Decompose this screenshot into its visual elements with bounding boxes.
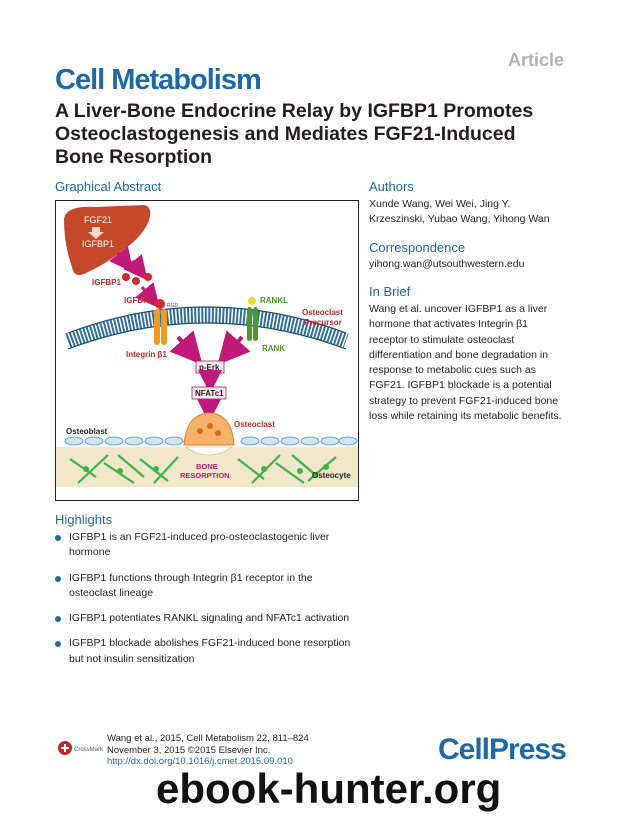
correspondence-email[interactable]: yihong.wan@utsouthwestern.edu [369,258,525,270]
article-type-label: Article [508,50,565,70]
bullet-icon [55,535,61,541]
secretion-arrow [123,254,148,281]
citation-line: Wang et al., 2015, Cell Metabolism 22, 8… [107,733,309,744]
cell-membrane [65,307,349,349]
in-brief-heading: In Brief [369,284,411,299]
publisher-logo: CellPress [438,733,567,766]
highlight-line: IGFBP1 is an FGF21-induced pro-osteoclas… [69,531,330,543]
highlight-item: IGFBP1 is an FGF21-induced pro-osteoclas… [55,530,355,561]
bone-resorption-label: BONE [196,462,218,471]
in-brief-text: Wang et al. uncover IGFBP1 as a liver ho… [369,302,599,424]
highlights-heading: Highlights [55,512,113,527]
title-line: A Liver-Bone Endocrine Relay by IGFBP1 P… [55,100,534,122]
highlight-item: IGFBP1 functions through Integrin β1 rec… [55,571,355,602]
igfbp1-bound-molecule [155,299,165,309]
in-brief-line: Wang et al. uncover IGFBP1 as a liver [369,303,548,315]
in-brief-line: strategy to prevent FGF21-induced bone [369,394,559,407]
nfatc1-label: NFATc1 [195,389,224,398]
authors-line: Krzeszinski, Yubao Wang, Yihong Wan [369,213,550,226]
highlights-list: IGFBP1 is an FGF21-induced pro-osteoclas… [55,530,355,677]
cell-membrane-outline [67,306,347,334]
graphical-abstract-heading: Graphical Abstract [55,179,162,194]
osteoblast-cells [64,436,358,446]
highlight-line: but not insulin sensitization [69,652,195,665]
in-brief-line: receptor to stimulate osteoclast [369,333,515,346]
journal-title: Cell Metabolism [55,64,262,96]
cell-membrane-outline [67,322,347,350]
induction-arrow-icon [88,227,104,239]
authors-line: Xunde Wang, Wei Wei, Jing Y. [369,198,511,210]
in-brief-line: differentiation and bone degradation in [369,348,549,361]
authors-heading: Authors [369,179,414,194]
correspondence-heading: Correspondence [369,240,466,255]
perk-label: p-Erk [199,363,220,372]
igfbp1-blood-label: IGFBP1 [92,278,121,287]
integrin-receptor [161,309,167,345]
highlight-item: IGFBP1 potentiates RANKL signaling and N… [55,611,355,626]
rankl-label: RANKL [260,296,288,305]
crossmark-text: CrossMark [74,747,104,753]
citation-block: Wang et al., 2015, Cell Metabolism 22, 8… [107,733,309,768]
highlight-line: hormone [69,546,111,559]
bullet-icon [55,641,61,648]
in-brief-line: hormone that activates Integrin β1 [369,318,528,331]
rgd-label: RGD [167,303,179,309]
integrin-label: Integrin β1 [126,350,167,359]
rank-receptor [247,307,252,341]
citation-date: November 3, 2015 ©2015 Elsevier Inc. [107,744,271,756]
osteocyte-label: Osteocyte [312,471,351,480]
igfbp1-liver-label: IGFBP1 [82,239,114,249]
precursor-label: Osteoclast [302,308,343,317]
highlight-line: IGFBP1 blockade abolishes FGF21-induced … [69,637,351,650]
in-brief-line: response to metabolic cues such as [369,364,536,377]
graphical-abstract-figure: FGF21 IGFBP1 IGFBP1 IGFBP1 RGD Integrin … [56,205,358,487]
liver-shape [64,205,151,275]
watermark-text: ebook-hunter.org [156,765,502,812]
paper-title: A Liver-Bone Endocrine Relay by IGFBP1 P… [55,100,595,169]
rank-label: RANK [262,344,285,353]
graphical-abstract: FGF21 IGFBP1 IGFBP1 IGFBP1 RGD Integrin … [55,200,359,501]
fgf21-label: FGF21 [84,215,112,225]
doi-link[interactable]: http://dx.doi.org/10.1016/j.cmet.2015.09… [107,756,293,767]
crossmark-logo[interactable]: CrossMark [57,740,107,756]
igfbp1-molecule [122,273,130,281]
osteoclast-nuclei [197,423,221,436]
osteoblast-label: Osteoblast [66,427,108,436]
bone-resorption-label: RESORPTION [180,471,230,480]
bullet-icon [55,616,61,623]
secretion-arrow [135,282,160,309]
authors-list: Xunde Wang, Wei Wei, Jing Y. Krzeszinski… [369,197,599,228]
in-brief-line: FGF21. IGFBP1 blockade is a potential [369,379,552,392]
signal-arrow [217,330,251,366]
highlight-line: IGFBP1 functions through Integrin β1 rec… [69,571,313,584]
osteoclast-label: Osteoclast [234,420,275,429]
title-line: Osteoclastogenesis and Mediates FGF21-In… [55,123,516,145]
rank-receptor [253,307,258,341]
signal-arrow [169,330,203,366]
highlight-item: IGFBP1 blockade abolishes FGF21-induced … [55,636,355,667]
precursor-label: Precursor [304,318,342,327]
igfbp1-molecule [144,273,152,281]
bullet-icon [55,575,61,582]
in-brief-line: loss while retaining its metabolic benef… [369,410,562,423]
highlight-line: osteoclast lineage [69,586,154,599]
integrin-receptor [154,309,160,345]
igfbp1-receptor-label: IGFBP1 [124,296,153,305]
highlight-line: IGFBP1 potentiates RANKL signaling and N… [69,612,350,625]
osteoclast-cell [183,412,235,446]
osteocyte-cells [83,464,329,474]
title-line: Bone Resorption [55,146,213,168]
secretion-arrow [109,246,134,273]
rankl-molecule [248,297,256,305]
igfbp1-molecule [132,277,140,285]
resorption-pit [185,446,233,456]
